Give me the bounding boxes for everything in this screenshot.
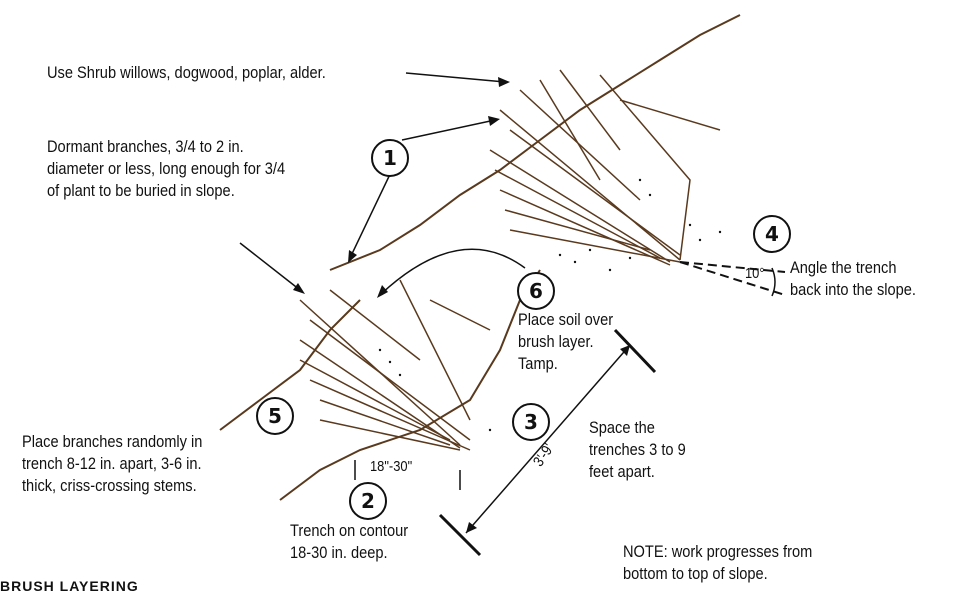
spacing-tick-top bbox=[615, 330, 655, 372]
label-place-branches: Place branches randomly in trench 8-12 i… bbox=[22, 431, 202, 497]
dimension-angle: 10° bbox=[745, 265, 765, 282]
label-place-soil: Place soil over brush layer. Tamp. bbox=[518, 309, 613, 375]
callout-2: 2 bbox=[349, 482, 387, 520]
dimension-depth-range: 18"-30" bbox=[370, 458, 412, 475]
callout-3: 3 bbox=[512, 403, 550, 441]
upper-brush-layer bbox=[490, 70, 720, 265]
label-trench-contour: Trench on contour 18-30 in. deep. bbox=[290, 520, 408, 564]
callout-5: 5 bbox=[256, 397, 294, 435]
label-angle-trench: Angle the trench back into the slope. bbox=[790, 257, 916, 301]
label-note: NOTE: work progresses from bottom to top… bbox=[623, 541, 812, 585]
angle-line-lower bbox=[680, 262, 785, 295]
label-shrub-species: Use Shrub willows, dogwood, poplar, alde… bbox=[47, 62, 326, 84]
callout-4: 4 bbox=[753, 215, 791, 253]
spacing-tick-bottom bbox=[440, 515, 480, 555]
spacing-arrow-bottom bbox=[466, 522, 477, 533]
callout-6: 6 bbox=[517, 272, 555, 310]
label-dormant-branches: Dormant branches, 3/4 to 2 in. diameter … bbox=[47, 136, 285, 202]
label-space-trenches: Space the trenches 3 to 9 feet apart. bbox=[589, 417, 686, 483]
lower-brush-layer bbox=[300, 280, 490, 450]
diagram-title: BRUSH LAYERING bbox=[0, 578, 139, 592]
pointer-arrow-heads bbox=[293, 77, 510, 298]
callout-1: 1 bbox=[371, 139, 409, 177]
